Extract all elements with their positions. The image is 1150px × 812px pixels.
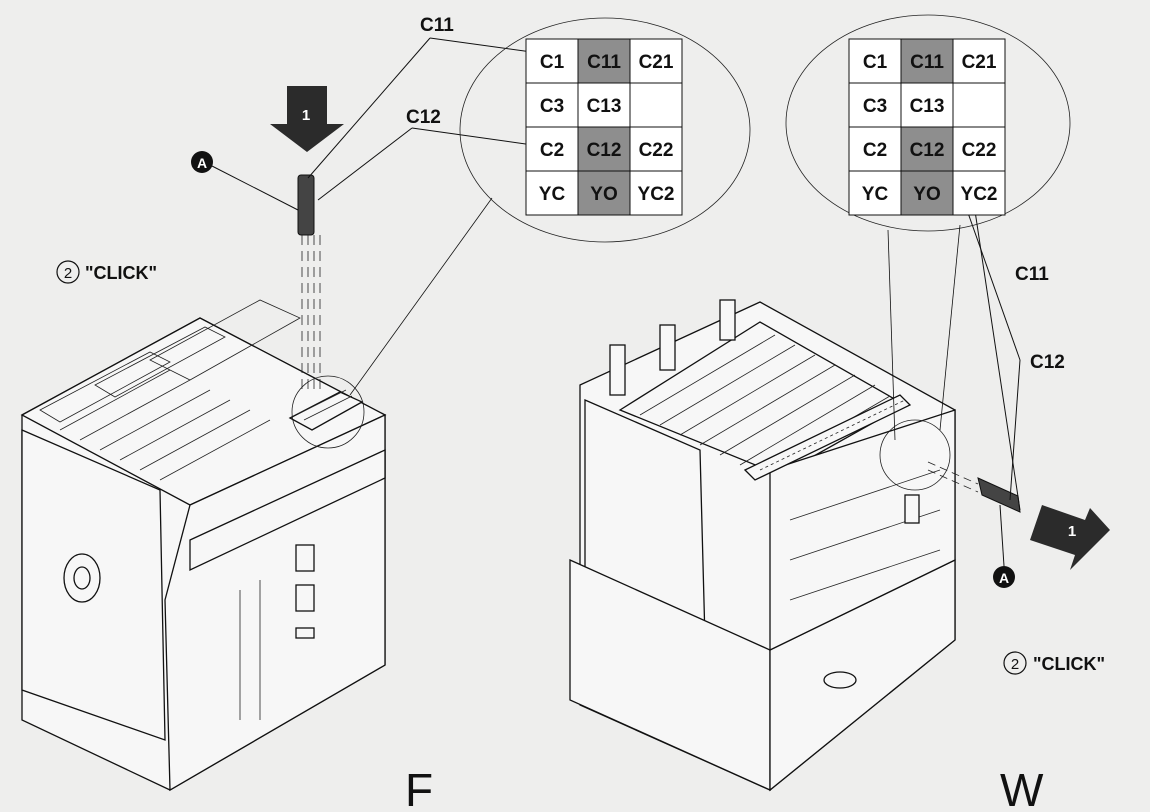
- left-terminal-block: [288, 391, 364, 431]
- right-table-cell-label: YO: [913, 184, 940, 205]
- left-table-cell: [577, 170, 631, 216]
- withdrawable-breaker-drawing: [569, 299, 1021, 792]
- left-table-cell: [525, 170, 579, 216]
- left-connector-a: [297, 174, 315, 236]
- right-zoom-ellipse: [785, 14, 1071, 232]
- left-step-1-label: 1: [302, 107, 310, 124]
- right-table-cell-label: C22: [962, 140, 997, 161]
- right-table-cell: [848, 170, 902, 216]
- left-arc-chutes: [39, 299, 301, 481]
- left-table-cell: [629, 126, 683, 172]
- right-table-cell-label: C2: [863, 140, 887, 161]
- fixed-version-label: F: [405, 764, 433, 812]
- right-step-1-label: 1: [1068, 523, 1076, 540]
- right-connector-a: [977, 477, 1021, 513]
- right-step-1-arrow: 1: [1030, 505, 1110, 570]
- left-step-2-num: 2: [64, 265, 72, 282]
- right-table-cell-label: C3: [863, 96, 887, 117]
- left-table-cell-label: YC2: [638, 184, 675, 205]
- left-zoom-ellipse: [459, 17, 751, 243]
- left-c12-label: C12: [406, 107, 441, 128]
- right-table-cell: [952, 82, 1006, 128]
- right-table-cell-label: YC2: [961, 184, 998, 205]
- left-table-cell: [629, 170, 683, 216]
- fixed-breaker-drawing: [20, 174, 387, 792]
- right-table-cell-label: C13: [910, 96, 945, 117]
- right-c11-label: C11: [1015, 264, 1049, 285]
- left-table-cell: [525, 126, 579, 172]
- left-table-cell-label: C21: [639, 52, 674, 73]
- left-click-note: 2 "CLICK": [56, 260, 157, 284]
- right-callout-a: A: [993, 504, 1015, 588]
- left-a-label: A: [197, 155, 207, 171]
- right-a-label: A: [999, 570, 1009, 586]
- left-table-cell-label: C11: [587, 52, 621, 73]
- right-table-cell-label: C12: [910, 140, 945, 161]
- right-table-cell: [900, 170, 954, 216]
- left-table-cell: [629, 38, 683, 84]
- right-table-cell-label: YC: [862, 184, 889, 205]
- right-table-cell: [900, 82, 954, 128]
- withdrawable-version-label: W: [1000, 764, 1044, 812]
- left-c11-label: C11: [420, 15, 454, 36]
- left-table-cell-label: YO: [590, 184, 617, 205]
- right-table-cell-label: C11: [910, 52, 944, 73]
- right-top-grid: [639, 334, 891, 473]
- left-table-cell-label: C3: [540, 96, 564, 117]
- right-c12-label: C12: [1030, 352, 1065, 373]
- right-table-cell: [952, 126, 1006, 172]
- left-table-cell-label: C13: [587, 96, 622, 117]
- left-table-cell-label: C12: [587, 140, 622, 161]
- right-click-label: "CLICK": [1033, 654, 1105, 674]
- right-click-note: 2 "CLICK": [1003, 651, 1105, 675]
- right-table-cell: [848, 126, 902, 172]
- right-step-2-num: 2: [1011, 656, 1019, 673]
- left-table-cell: [629, 82, 683, 128]
- left-callout-a: A: [191, 151, 299, 211]
- left-table-cell-label: YC: [539, 184, 566, 205]
- left-table-cell-label: C22: [639, 140, 674, 161]
- left-step-1-arrow: 1: [270, 86, 344, 152]
- right-table-cell: [952, 170, 1006, 216]
- left-table-cell-label: C2: [540, 140, 564, 161]
- left-click-label: "CLICK": [85, 263, 157, 283]
- right-table-cell-label: C21: [962, 52, 997, 73]
- right-table-cell-label: C1: [863, 52, 888, 73]
- left-table-cell: [577, 126, 631, 172]
- left-table-cell-label: C1: [540, 52, 565, 73]
